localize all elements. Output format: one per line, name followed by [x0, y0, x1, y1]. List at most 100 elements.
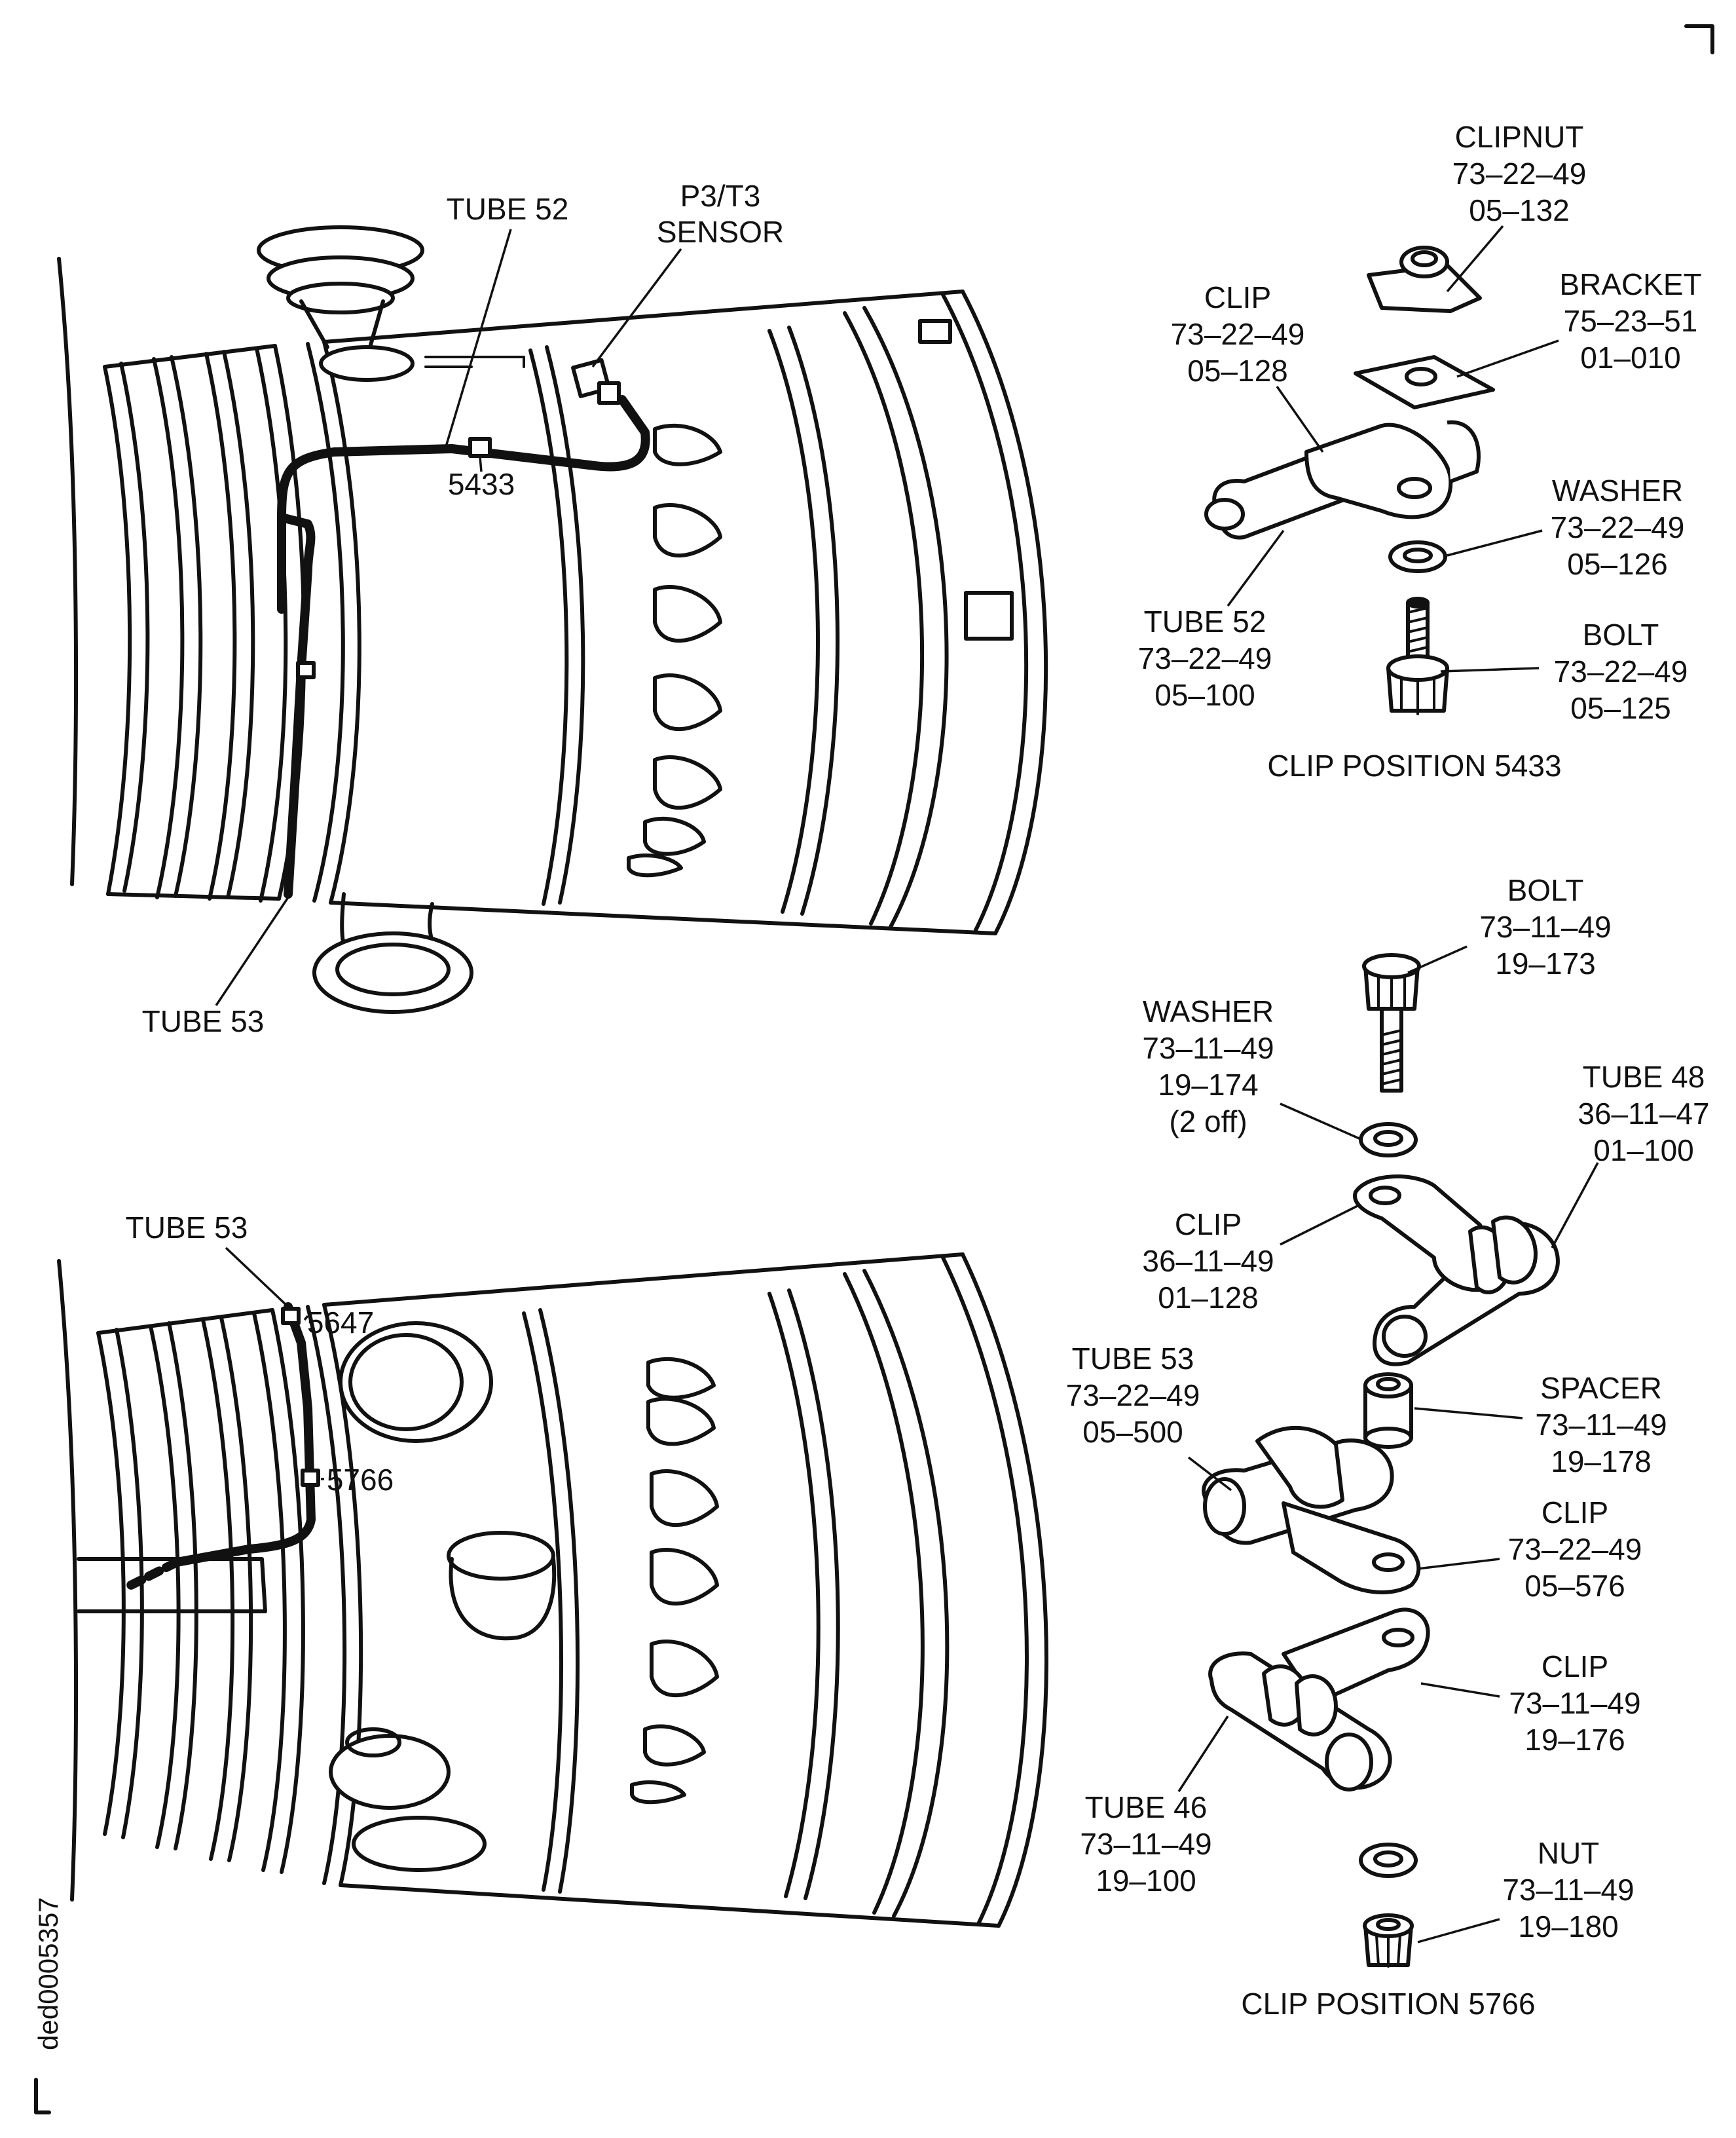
ref-washer-5766-2: 19–174: [1158, 1068, 1259, 1102]
label-clip-5433: CLIP: [1204, 280, 1271, 314]
clip-5647-marker: [281, 1307, 301, 1325]
ref-bolt-5433-2: 05–125: [1570, 691, 1671, 725]
ref-spacer-2: 19–178: [1551, 1444, 1652, 1478]
spacer-part: [1363, 1372, 1413, 1449]
label-tube-53-bottom: TUBE 53: [126, 1210, 248, 1245]
ref-clip-5433-1: 73–22–49: [1171, 317, 1305, 351]
side-port-bottom: [352, 1816, 487, 1872]
engine-casing-edge-b: [57, 1259, 78, 1902]
label-tube-52-detail: TUBE 52: [1144, 605, 1266, 639]
label-tube-52: TUBE 52: [447, 192, 569, 226]
ref-tube52-2: 05–100: [1154, 678, 1255, 712]
label-tube-53-top: TUBE 53: [142, 1004, 265, 1038]
ref-bolt-5766-2: 19–173: [1495, 947, 1596, 981]
tube-53-routing-b: [172, 1302, 316, 1567]
clip-b-tube-53: [1202, 1426, 1421, 1594]
ref-bolt-5433-1: 73–22–49: [1554, 654, 1688, 688]
mixer-lobes-b: [630, 1357, 719, 1805]
label-sensor-1: P3/T3: [680, 179, 761, 213]
ref-clip-c-1: 73–11–49: [1509, 1686, 1640, 1720]
clipnut-part: [1367, 246, 1482, 313]
bellows-rings: [103, 344, 306, 903]
label-clip-5647: 5647: [307, 1305, 374, 1340]
bolt-5433: [1386, 597, 1449, 715]
casing-flange-1: [306, 342, 345, 903]
bracket-part: [1354, 355, 1495, 409]
side-port-mid: [447, 1531, 555, 1581]
casing-tab: [918, 319, 952, 344]
label-tube-48: TUBE 48: [1583, 1060, 1705, 1094]
sensor-connector: [597, 381, 621, 405]
mixer-lobes: [627, 423, 722, 878]
label-clip-5433: 5433: [448, 467, 515, 501]
tube-joint: [296, 661, 316, 679]
casing-plate: [964, 591, 1014, 641]
leader-sensor: [591, 248, 682, 368]
ref-clipnut-2: 05–132: [1469, 193, 1570, 227]
label-clip-5766: 5766: [327, 1463, 394, 1497]
ref-bracket-2: 01–010: [1580, 341, 1681, 375]
ref-tube48-1: 36–11–47: [1578, 1097, 1709, 1131]
ref-washer-5433-2: 05–126: [1567, 547, 1668, 581]
ref-clip-b-2: 05–576: [1524, 1569, 1625, 1603]
bolt-5766: [1362, 953, 1421, 1093]
tube-52-routing: [277, 395, 650, 614]
clip-5766-marker: [301, 1469, 320, 1487]
ref-bolt-5766-1: 73–11–49: [1479, 910, 1611, 944]
corner-mark-bottom-left: [34, 2078, 51, 2114]
label-tube-46: TUBE 46: [1085, 1790, 1208, 1824]
label-clip-b: CLIP: [1542, 1495, 1608, 1529]
label-sensor-2: SENSOR: [657, 215, 784, 249]
title-clip-position-5766: CLIP POSITION 5766: [1241, 1987, 1535, 2021]
engine-view-top: TUBE 52 P3/T3 SENSOR 5433 TUBE 53: [57, 179, 1048, 1038]
clip-position-5433-detail: CLIPNUT 73–22–49 05–132 BRACKET 75–23–51…: [1138, 120, 1702, 783]
engine-casing-edge: [57, 257, 78, 886]
label-spacer: SPACER: [1540, 1371, 1662, 1405]
label-clipnut: CLIPNUT: [1455, 120, 1584, 154]
ref-tube53-1: 73–22–49: [1066, 1378, 1200, 1412]
ref-washer-5433-1: 73–22–49: [1551, 510, 1685, 544]
leader-tube-53-bottom: [225, 1247, 289, 1308]
tube-53-upper: [277, 513, 316, 673]
clip-5433-marker: [468, 437, 492, 458]
label-washer-5766: WASHER: [1143, 994, 1274, 1028]
label-bracket: BRACKET: [1559, 267, 1701, 301]
ref-clipnut-1: 73–22–49: [1452, 157, 1587, 191]
washer-5766: [1359, 1122, 1418, 1157]
bellows-rings-b: [96, 1308, 305, 1874]
clip-c-tube-46: [1208, 1607, 1430, 1791]
washer-5433: [1388, 540, 1447, 573]
washer-nut: [1359, 1843, 1418, 1878]
casing-end-ring: [941, 293, 1029, 932]
ref-tube53-2: 05–500: [1082, 1415, 1183, 1449]
ref-tube48-2: 01–100: [1593, 1133, 1694, 1167]
ref-tube46-2: 19–100: [1096, 1864, 1196, 1898]
label-bolt-5433: BOLT: [1583, 618, 1659, 652]
qty-washer-5766: (2 off): [1169, 1104, 1247, 1138]
tube-53-hidden: [126, 1558, 181, 1590]
casing-flange-3: [767, 329, 820, 914]
nut-part: [1363, 1913, 1414, 1968]
ref-bracket-1: 75–23–51: [1564, 304, 1698, 338]
ref-nut-1: 73–11–49: [1502, 1873, 1634, 1907]
label-clip-c: CLIP: [1542, 1649, 1608, 1683]
ref-clip-5433-2: 05–128: [1187, 354, 1288, 388]
casing-flange-4: [843, 311, 925, 926]
engine-view-bottom: TUBE 53 5647 5766: [57, 1210, 1048, 1928]
label-tube-53-detail: TUBE 53: [1072, 1341, 1194, 1376]
ref-clip-a-2: 01–128: [1158, 1281, 1259, 1315]
ref-clip-a-1: 36–11–49: [1142, 1244, 1274, 1278]
ref-tube46-1: 73–11–49: [1080, 1827, 1211, 1861]
ref-washer-5766-1: 73–11–49: [1142, 1031, 1274, 1065]
top-port-boss: [257, 225, 525, 382]
ref-nut-2: 19–180: [1518, 1909, 1619, 1943]
side-port-large: [339, 1321, 493, 1443]
title-clip-position-5433: CLIP POSITION 5433: [1267, 749, 1561, 783]
corner-mark-top-right: [1684, 24, 1714, 54]
label-washer-5433: WASHER: [1552, 474, 1683, 508]
tube-53-routing: [284, 664, 306, 899]
figure-id: ded0005357: [33, 1897, 64, 2050]
clip-a-tube-48: [1353, 1174, 1560, 1366]
